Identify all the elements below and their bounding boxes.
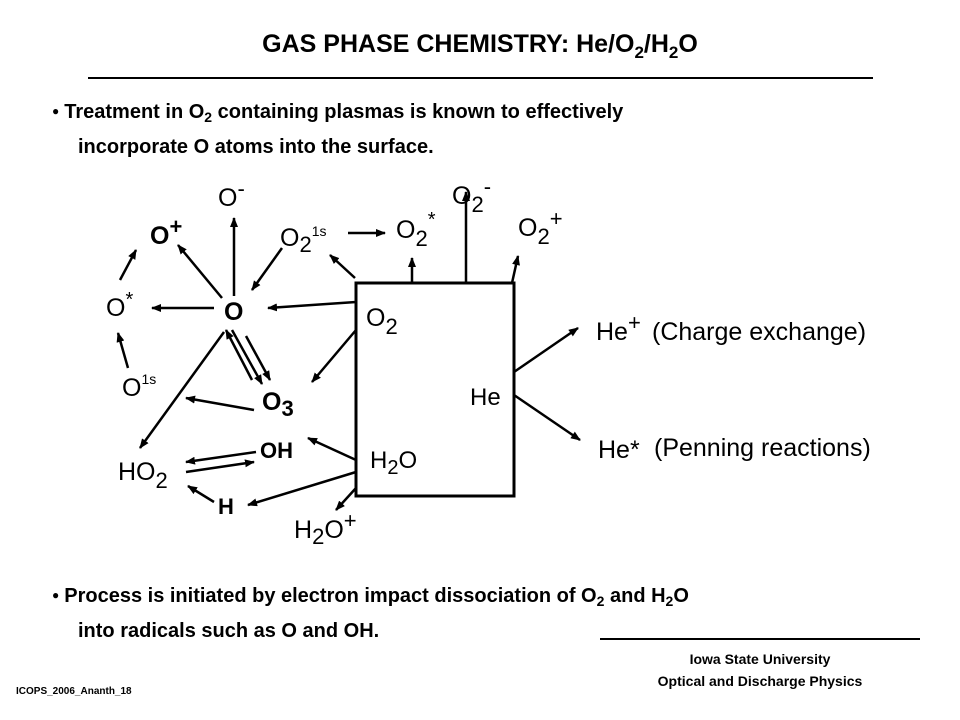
species-he-plus: He+ <box>596 310 641 346</box>
species-o3: O3 <box>262 388 294 421</box>
footer-slide-id: ICOPS_2006_Ananth_18 <box>16 686 132 697</box>
bullet-2-sub-1: 2 <box>596 593 605 609</box>
arrow-box-to-he-plus <box>513 326 579 374</box>
bullet-1-text-b: containing plasmas is known to effective… <box>212 101 624 123</box>
bullet-2: ● Process is initiated by electron impact… <box>52 580 689 646</box>
species-h: H <box>218 494 234 519</box>
arrow-box-to-o3 <box>311 329 357 383</box>
arrow-o3-to-o-1s <box>185 395 255 412</box>
bullet-1-sub: 2 <box>204 109 213 125</box>
species-he-star: He* <box>598 436 640 464</box>
arrow-o-1s-to-o-star <box>116 332 130 369</box>
arrow-o-star-to-o-plus <box>118 249 138 281</box>
note-charge-exchange: (Charge exchange) <box>652 318 866 346</box>
species-h2o-plus: H2O+ <box>294 508 357 549</box>
footer-university: Iowa State University <box>689 651 831 667</box>
footer-group: Optical and Discharge Physics <box>657 673 863 689</box>
species-o-minus: O- <box>218 176 245 212</box>
species-o-plus: O+ <box>150 214 182 250</box>
box-label-he: He <box>470 384 501 411</box>
arrow-ho2-to-oh <box>185 459 255 474</box>
title-sub-1: 2 <box>634 43 644 62</box>
arrow-o-to-o-plus <box>177 244 223 299</box>
species-o2-1s: O21s <box>280 223 327 257</box>
species-o-star: O* <box>106 289 133 322</box>
footer-affiliation: Iowa State University Optical and Discha… <box>600 648 920 692</box>
arrow-o2-1s-to-o <box>250 247 284 291</box>
bullet-1: ● Treatment in O2 containing plasmas is k… <box>52 96 623 162</box>
species-ho2: HO2 <box>118 458 168 493</box>
arrow-box-to-oh <box>307 436 357 462</box>
title-end: O <box>678 30 698 58</box>
arrow-o3-to-o-b <box>224 329 254 381</box>
box-label-o2: O2 <box>366 304 398 339</box>
species-o2-plus: O2+ <box>518 206 563 249</box>
arrow-oh-to-ho2 <box>185 450 257 465</box>
arrow-box-to-o <box>267 300 357 312</box>
arrow-box-to-he-star <box>513 393 581 442</box>
bullet-1-line-2: incorporate O atoms into the surface. <box>78 136 434 158</box>
arrow-o-to-o3-c <box>244 335 272 381</box>
bullet-2-text-c: O <box>673 585 689 607</box>
bullet-dot-icon: ● <box>52 104 60 118</box>
arrow-o-to-o3-a <box>230 329 264 385</box>
species-o2-star: O2* <box>396 209 436 251</box>
species-o2-minus: O2- <box>452 174 491 217</box>
species-oh: OH <box>260 438 293 463</box>
arrow-box-to-h2o-plus <box>335 487 357 511</box>
bullet-2-text-a: Process is initiated by electron impact … <box>64 585 597 607</box>
footer-rule <box>600 638 920 640</box>
bullet-2-text-b: and H <box>604 585 666 607</box>
bullet-dot-icon: ● <box>52 588 60 602</box>
arrow-box-to-o2-plus <box>510 255 520 284</box>
bullet-2-line-2: into radicals such as O and OH. <box>78 620 380 642</box>
title-mid: /H <box>643 30 669 58</box>
arrow-box-to-h <box>247 470 357 507</box>
species-o-center: O <box>224 298 243 326</box>
box-label-h2o: H2O <box>370 447 417 479</box>
title-main: GAS PHASE CHEMISTRY: He/O <box>262 30 635 58</box>
title-underline <box>88 77 873 79</box>
page-title: GAS PHASE CHEMISTRY: He/O2/H2O <box>0 30 960 63</box>
title-sub-2: 2 <box>668 43 679 62</box>
plasma-box <box>354 281 516 498</box>
bullet-1-text-a: Treatment in O <box>64 101 205 123</box>
arrow-h-to-ho2 <box>187 484 215 504</box>
species-o-1s: O1s <box>122 371 156 402</box>
arrow-o-to-ho2 <box>138 331 226 449</box>
bullet-2-sub-2: 2 <box>665 593 674 609</box>
arrow-box-to-o2-1s <box>329 254 356 279</box>
note-penning: (Penning reactions) <box>654 434 871 462</box>
